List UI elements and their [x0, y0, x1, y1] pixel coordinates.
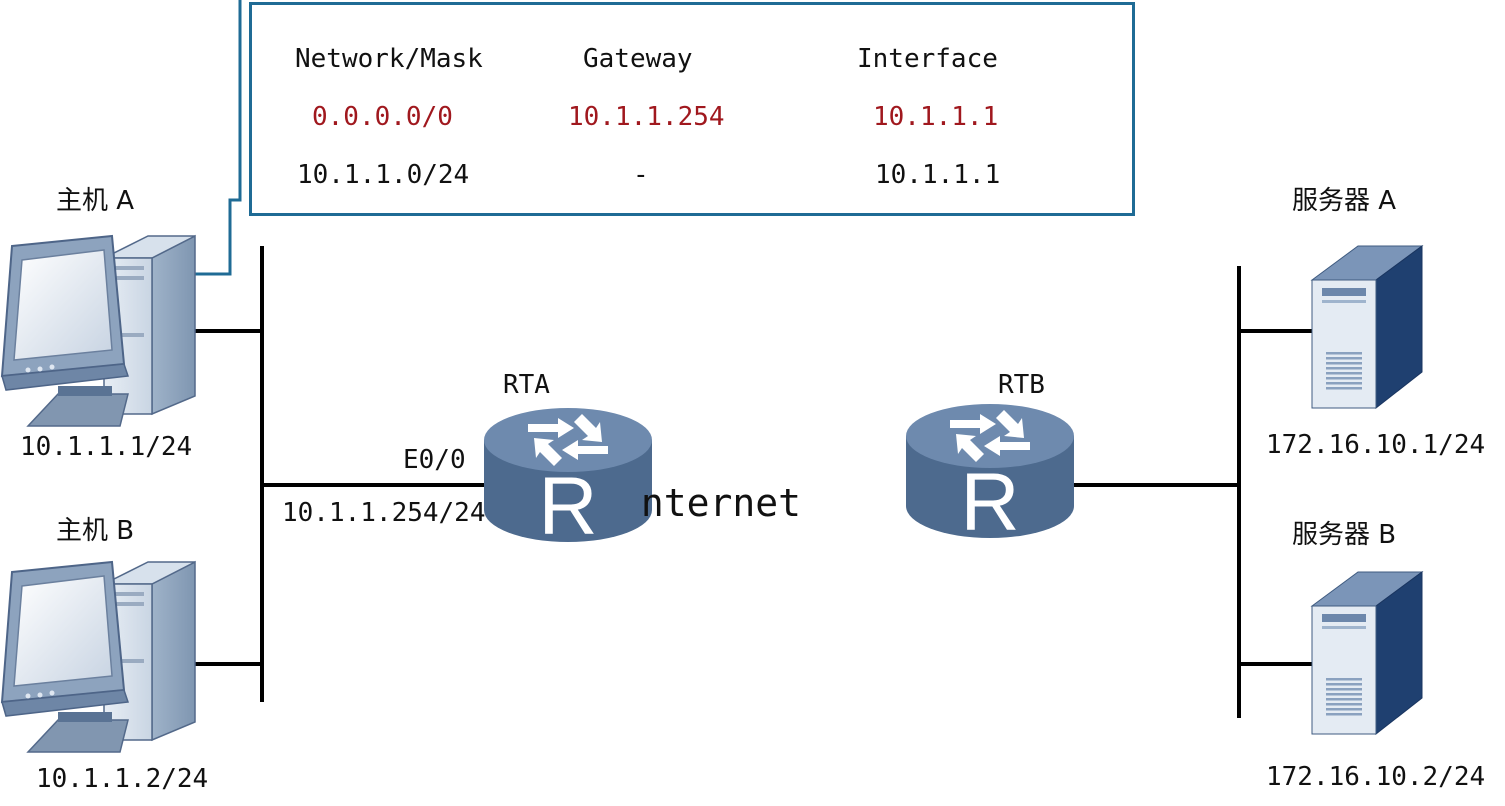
- table-row-2-network: 10.1.1.0/24: [297, 160, 470, 190]
- table-header-gateway: Gateway: [583, 44, 693, 74]
- routing-table: [249, 2, 1135, 216]
- server-a-ip: 172.16.10.1/24: [1266, 430, 1486, 460]
- host-b-name: 主机 B: [56, 516, 135, 546]
- table-header-interface: Interface: [857, 44, 998, 74]
- table-row-2-interface: 10.1.1.1: [875, 160, 1001, 190]
- server-b-name: 服务器 B: [1292, 520, 1397, 550]
- host-a-icon: [1, 235, 196, 427]
- host-b-ip: 10.1.1.2/24: [36, 764, 209, 794]
- host-b-icon: [1, 561, 196, 753]
- callout-connector: [195, 0, 242, 276]
- server-a-name: 服务器 A: [1292, 186, 1397, 216]
- server-b-ip: 172.16.10.2/24: [1266, 762, 1486, 792]
- table-row-1-gateway: 10.1.1.254: [568, 102, 725, 132]
- table-header-network: Network/Mask: [295, 44, 483, 74]
- rta-ip-label: 10.1.1.254/24: [282, 498, 486, 528]
- rta-label: RTA: [503, 370, 550, 400]
- rtb-label: RTB: [998, 370, 1045, 400]
- server-b-icon: [1311, 571, 1423, 735]
- rta-interface-label: E0/0: [403, 445, 466, 475]
- table-row-2-gateway: -: [633, 160, 649, 190]
- host-a-name: 主机 A: [56, 186, 135, 216]
- rtb-router-icon: [906, 404, 1074, 548]
- host-a-ip: 10.1.1.1/24: [20, 432, 193, 462]
- rta-router-icon: [484, 408, 652, 552]
- table-row-1-interface: 10.1.1.1: [873, 102, 999, 132]
- server-a-icon: [1311, 245, 1423, 409]
- table-row-1-network: 0.0.0.0/0: [312, 102, 453, 132]
- internet-label: Internet: [640, 481, 802, 525]
